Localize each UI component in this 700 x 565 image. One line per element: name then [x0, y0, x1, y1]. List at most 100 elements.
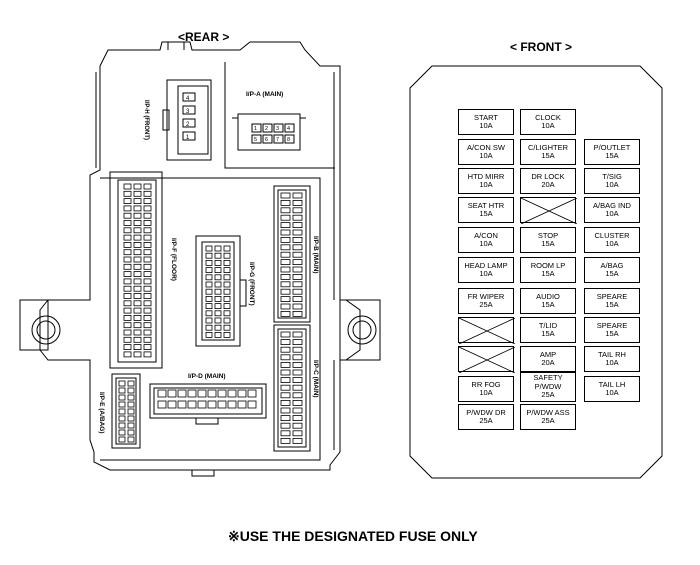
connector-pin [205, 274, 213, 281]
fuse-label: SPEARE [596, 291, 628, 301]
connector-pin [143, 307, 152, 314]
empty-slot-cross-icon [459, 318, 515, 344]
connector-pin [143, 212, 152, 219]
fuse-label: P/OUTLET [593, 142, 631, 152]
fuse-label: ROOM LP [530, 260, 566, 270]
fuse-rating: 15A [541, 329, 555, 338]
connector-pin [133, 329, 142, 336]
connector-pin [280, 384, 291, 391]
fuse-rating: 10A [479, 180, 493, 189]
fuse-rating: 10A [479, 151, 493, 160]
connector-pin [292, 346, 303, 353]
connector-pin [118, 380, 126, 387]
connector-pin [133, 234, 142, 241]
connector-pin [292, 236, 303, 243]
connector-pin [223, 331, 231, 338]
connector-pin [123, 293, 132, 299]
connector-pin [214, 252, 222, 259]
connector-pin [280, 377, 291, 384]
fuse-label: A/CON SW [467, 142, 505, 152]
connector-pin [187, 400, 197, 409]
connector-pin [292, 430, 303, 437]
connector-pin [292, 222, 303, 229]
connector-pin [292, 281, 303, 288]
left-mount-lug [19, 299, 49, 351]
connector-pin [292, 422, 303, 429]
fuse-rating: 15A [605, 151, 619, 160]
connector-pin [205, 288, 213, 295]
connector-pin [143, 351, 152, 358]
fuse-label: T/SIG [602, 171, 622, 181]
ip-c-connector [273, 324, 311, 452]
ip-h-label: I/P-H (FRONT) [143, 100, 149, 140]
connector-pin [280, 273, 291, 280]
fuse-label: A/CON [474, 230, 498, 240]
connector-pin [133, 344, 142, 351]
connector-pin [207, 389, 217, 398]
connector-pin [280, 251, 291, 258]
connector-pin [223, 281, 231, 288]
connector-pin [214, 274, 222, 281]
connector-pin [143, 314, 152, 321]
ip-f-connector [109, 171, 163, 369]
ip-e-pin-grid [118, 380, 135, 443]
fuse-rating: 10A [479, 269, 493, 278]
connector-pin [214, 259, 222, 266]
fuse-label: FR WIPER [467, 291, 505, 301]
fuse-label: TAIL RH [598, 349, 626, 359]
ip-a-connector [232, 113, 306, 151]
ip-g-pin-grid [205, 245, 231, 338]
connector-pin [118, 415, 126, 422]
fuse-label: RR FOG [471, 379, 501, 389]
connector-pin [237, 389, 247, 398]
connector-pin [223, 267, 231, 274]
connector-pin [280, 399, 291, 406]
connector-pin [214, 331, 222, 338]
ip-h-pin-2: 3 [186, 109, 190, 115]
connector-pin [280, 369, 291, 376]
fuse-rating: 15A [605, 329, 619, 338]
connector-pin [123, 212, 132, 219]
connector-pin [133, 198, 142, 205]
fuse-label: HEAD LAMP [464, 260, 508, 270]
connector-pin [118, 394, 126, 401]
fuse-rating: 25A [479, 300, 493, 309]
connector-pin [133, 278, 142, 285]
connector-pin [123, 263, 132, 270]
fuse-label: TAIL LH [598, 379, 626, 389]
connector-pin [127, 401, 135, 408]
ip-h-connector [162, 79, 212, 161]
ip-d-pin-grid [157, 389, 257, 409]
connector-pin [118, 408, 126, 415]
ip-a-pin-4: 4 [287, 126, 290, 132]
connector-pin [127, 415, 135, 422]
fuse-rating: 25A [541, 416, 555, 425]
connector-pin [157, 400, 167, 409]
fuse-rating: 15A [541, 269, 555, 278]
connector-pin [292, 273, 303, 280]
connector-pin [214, 288, 222, 295]
connector-pin [292, 415, 303, 422]
ip-f-label: I/P-F (FLOOR) [170, 238, 177, 281]
connector-pin [223, 252, 231, 259]
connector-pin [133, 314, 142, 321]
connector-pin [280, 281, 291, 288]
connector-pin [133, 205, 142, 212]
connector-pin [280, 303, 291, 310]
fuse-spare-x-2 [458, 317, 515, 344]
fuse-spare-x-3 [458, 346, 515, 373]
connector-pin [214, 310, 222, 317]
connector-pin [143, 234, 152, 241]
connector-pin [280, 244, 291, 251]
